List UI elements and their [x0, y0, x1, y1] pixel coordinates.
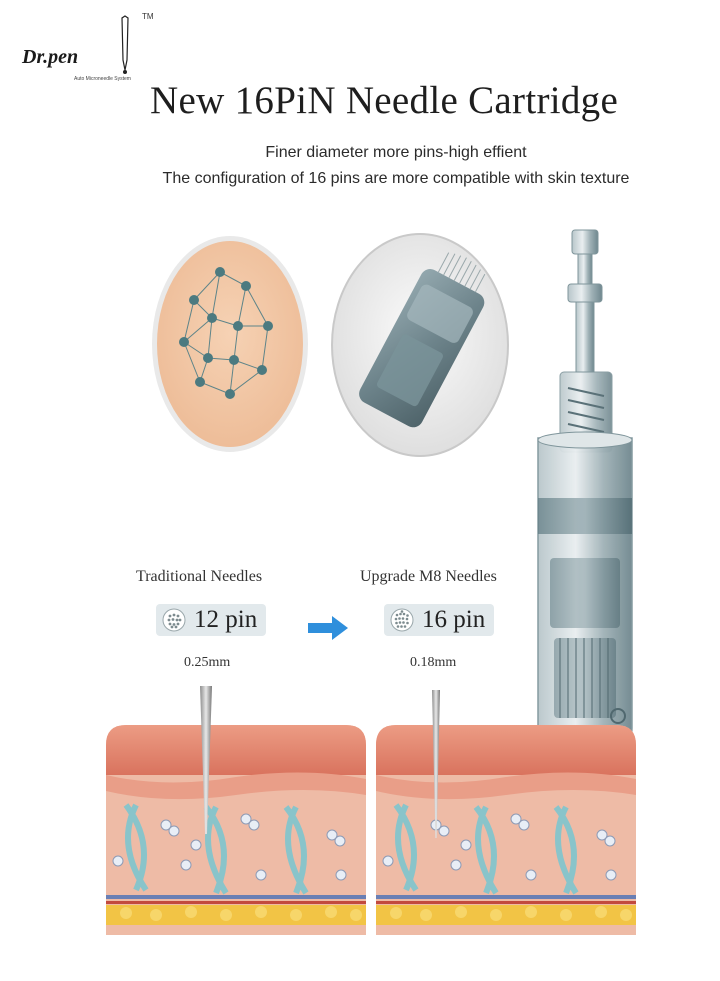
subtitle-line-1: Finer diameter more pins-high effient [265, 144, 527, 161]
trademark-symbol: TM [142, 12, 154, 21]
right-arrow-icon [308, 616, 348, 640]
pin-dots-icon [162, 608, 186, 632]
pin-count-upgrade: 16 pin [422, 606, 486, 633]
diameter-upgrade: 0.18mm [410, 655, 457, 670]
needle-closeup-illustration [331, 233, 509, 457]
logo-text: Dr.pen [22, 46, 79, 68]
skin-cross-section-traditional [106, 725, 366, 935]
needle-cartridge-illustration [537, 229, 633, 759]
pin-dots-icon [390, 608, 414, 632]
pen-icon [121, 15, 129, 74]
needle-tip-upgrade [432, 690, 440, 838]
skin-network-illustration [152, 236, 308, 452]
pin-badge-16: 16 pin [384, 604, 494, 636]
upgrade-needles-label: Upgrade M8 Needles [360, 568, 497, 585]
subtitle-line-2: The configuration of 16 pins are more co… [162, 170, 630, 187]
skin-cross-section-upgrade [376, 725, 636, 935]
diameter-traditional: 0.25mm [184, 655, 231, 670]
page-title: New 16PiN Needle Cartridge [150, 79, 619, 122]
needle-tip-traditional [200, 686, 212, 834]
logo-subtext: Auto Microneedle System [74, 76, 131, 82]
pin-badge-12: 12 pin [156, 604, 266, 636]
brand-logo: TM Dr.pen Auto Microneedle System [22, 12, 154, 94]
traditional-needles-label: Traditional Needles [136, 568, 263, 585]
pin-count-traditional: 12 pin [194, 606, 258, 633]
